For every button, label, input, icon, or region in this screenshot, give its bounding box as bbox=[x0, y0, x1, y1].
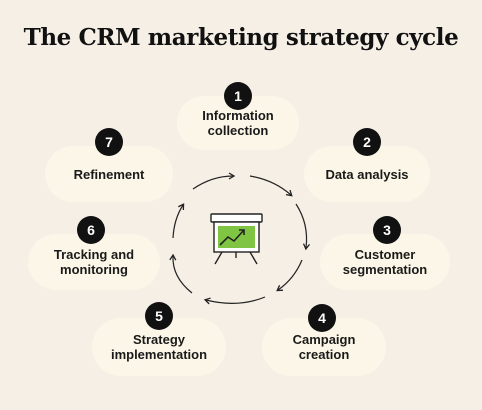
step-4-label: Campaign creation bbox=[292, 332, 356, 362]
cycle-arrow-4 bbox=[276, 259, 303, 292]
step-2-badge: 2 bbox=[353, 128, 381, 156]
step-7-badge: 7 bbox=[95, 128, 123, 156]
step-4-badge: 4 bbox=[308, 304, 336, 332]
cycle-arrow-3 bbox=[295, 203, 310, 251]
step-6-badge: 6 bbox=[77, 216, 105, 244]
step-3-pill: Customer segmentation bbox=[320, 234, 450, 290]
page-title: The CRM marketing strategy cycle bbox=[23, 24, 459, 51]
step-1-pill: Information collection bbox=[177, 96, 299, 150]
step-7-label: Refinement bbox=[73, 166, 145, 182]
step-5-label: Strategy implementation bbox=[110, 332, 208, 362]
step-5-badge: 5 bbox=[145, 302, 173, 330]
step-1-badge: 1 bbox=[224, 82, 252, 110]
cycle-arrow-5 bbox=[203, 296, 266, 305]
step-1-label: Information collection bbox=[202, 108, 274, 138]
presentation-board-chart-icon bbox=[210, 213, 263, 265]
cycle-arrow-7 bbox=[172, 203, 185, 239]
step-2-label: Data analysis bbox=[325, 166, 409, 182]
cycle-arrow-1 bbox=[192, 172, 236, 190]
step-3-label: Customer segmentation bbox=[342, 247, 428, 277]
step-3-badge: 3 bbox=[373, 216, 401, 244]
step-6-label: Tracking and monitoring bbox=[53, 247, 135, 277]
cycle-arrow-6 bbox=[169, 253, 193, 294]
cycle-arrow-2 bbox=[249, 175, 293, 197]
